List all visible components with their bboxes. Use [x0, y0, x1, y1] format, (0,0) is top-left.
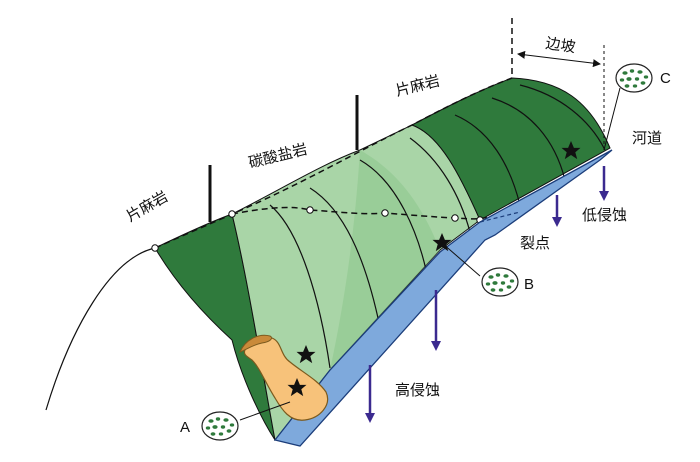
crest-node	[381, 209, 389, 217]
carbonate-shade	[330, 150, 440, 370]
landslide-scarp	[239, 334, 273, 353]
label-high-erosion: 高侵蚀	[395, 381, 440, 399]
sample-icon	[201, 411, 239, 441]
crest-node	[306, 206, 314, 214]
label-point-b: B	[524, 276, 534, 293]
leader-a	[239, 401, 291, 421]
label-knickpoint: 裂点	[520, 234, 550, 252]
contour-4	[409, 137, 471, 233]
ridge-end-profile	[45, 247, 156, 411]
contour-2	[309, 187, 379, 319]
contour-6	[491, 97, 566, 181]
crest-node	[451, 214, 459, 222]
river-channel	[273, 149, 613, 447]
label-point-c: C	[660, 70, 671, 87]
leader-c	[603, 87, 621, 151]
gneiss-right-zone	[410, 77, 611, 221]
label-gneiss-left: 片麻岩	[123, 187, 171, 225]
label-gneiss-right: 片麻岩	[394, 72, 442, 100]
contour-7	[519, 84, 606, 151]
label-slope: 边坡	[544, 34, 576, 56]
label-river: 河道	[632, 129, 662, 147]
label-low-erosion: 低侵蚀	[582, 206, 627, 224]
crest-node	[228, 210, 236, 218]
contour-1	[269, 204, 331, 369]
leader-b	[441, 242, 481, 277]
landslide-body	[243, 335, 329, 421]
slope-dimension	[517, 50, 601, 68]
sample-icon	[615, 63, 653, 93]
contour-5	[454, 114, 521, 206]
crest-node	[151, 244, 159, 252]
sample-icon	[481, 267, 519, 297]
label-point-a: A	[180, 419, 190, 436]
label-carbonate: 碳酸盐岩	[247, 140, 310, 172]
